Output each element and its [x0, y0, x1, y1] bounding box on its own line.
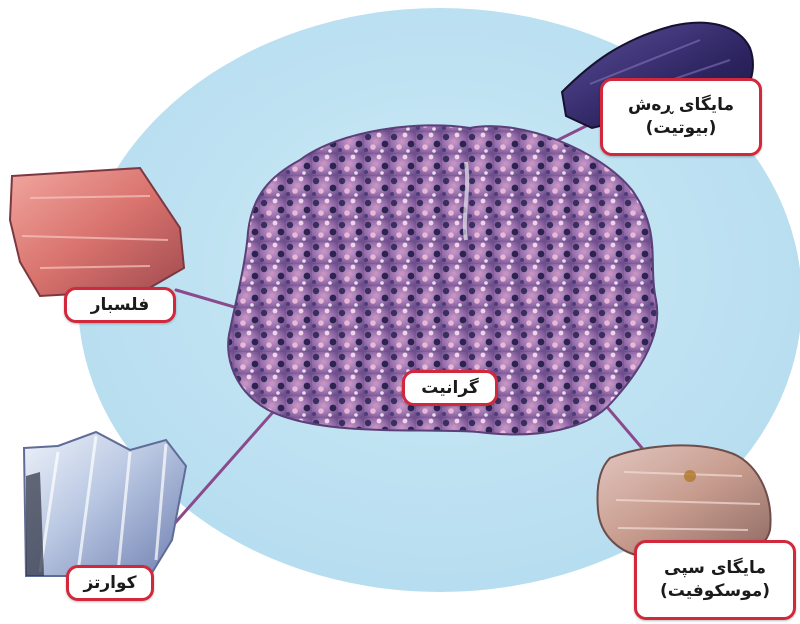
quartz-image: [24, 432, 186, 576]
granite-label: گرانیت: [402, 370, 498, 406]
muscovite-label-line2: (موسکوفیت): [660, 580, 770, 603]
granite-label-text: گرانیت: [421, 377, 479, 400]
biotite-label-line2: (بیوتیت): [646, 117, 717, 140]
biotite-label-line1: مایگای ڕەش: [628, 94, 734, 117]
biotite-label: مایگای ڕەش (بیوتیت): [600, 78, 762, 156]
feldspar-label-text: فلسبار: [91, 294, 149, 317]
muscovite-label: مایگای سپی (موسکوفیت): [634, 540, 796, 620]
muscovite-label-line1: مایگای سپی: [664, 557, 766, 580]
quartz-label: کوارتز: [66, 565, 154, 601]
feldspar-label: فلسبار: [64, 287, 176, 323]
quartz-label-text: کوارتز: [83, 572, 136, 595]
